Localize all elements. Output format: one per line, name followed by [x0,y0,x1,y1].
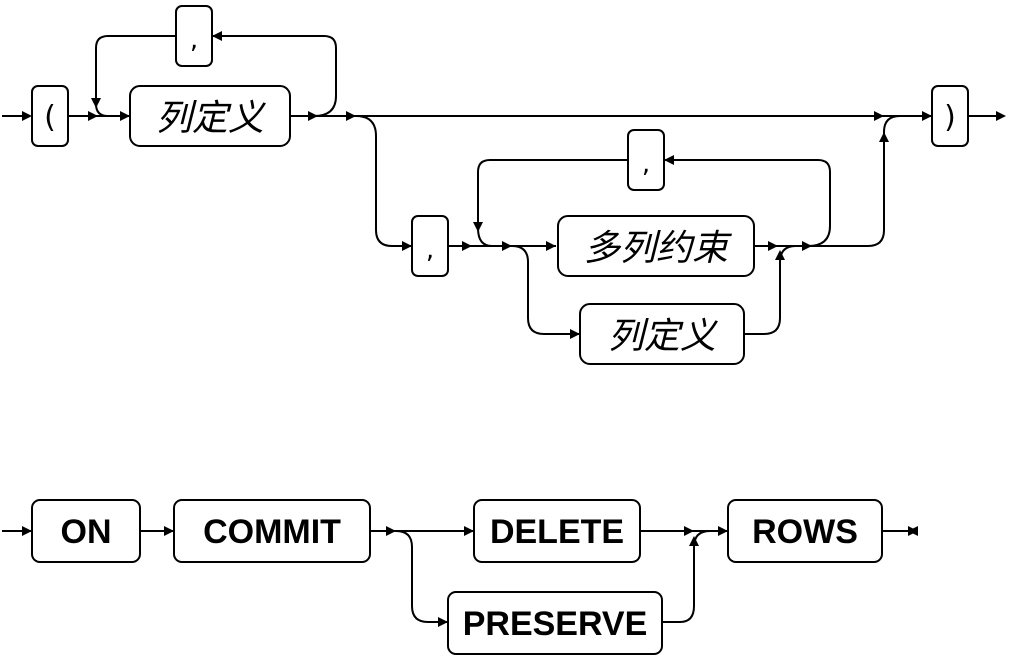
commit-label: COMMIT [203,513,341,551]
delete-terminal: DELETE [473,499,641,563]
multi-column-constraint-nonterminal: 多列约束 [557,215,755,277]
preserve-label: PRESERVE [463,605,648,643]
separator-comma-label: , [426,235,434,265]
close-paren-terminal: ) [931,85,969,147]
column-definition-syntax: ( , 列定义 [2,5,1006,365]
constraint-comma-terminal: , [627,129,665,191]
rows-terminal: ROWS [727,499,883,563]
column-definition-alt-nonterminal: 列定义 [579,303,745,365]
column-definition-nonterminal: 列定义 [129,85,291,147]
repeat-comma-label: , [190,25,198,55]
open-paren-terminal: ( [31,85,69,147]
repeat-comma-terminal: , [175,5,213,67]
on-label: ON [61,513,112,551]
rows-label: ROWS [752,513,858,551]
multi-column-constraint-label: 多列约束 [584,228,732,269]
close-paren-label: ) [944,100,956,135]
on-terminal: ON [31,499,141,563]
open-paren-label: ( [44,100,56,135]
commit-terminal: COMMIT [173,499,371,563]
delete-label: DELETE [490,513,624,551]
column-definition-alt-label: 列定义 [608,316,718,357]
preserve-terminal: PRESERVE [447,591,663,655]
separator-comma-terminal: , [411,215,449,277]
column-definition-label: 列定义 [156,98,266,139]
on-commit-syntax: ON COMMIT DELETE PRESERVE [2,499,918,655]
constraint-comma-label: , [642,149,650,179]
